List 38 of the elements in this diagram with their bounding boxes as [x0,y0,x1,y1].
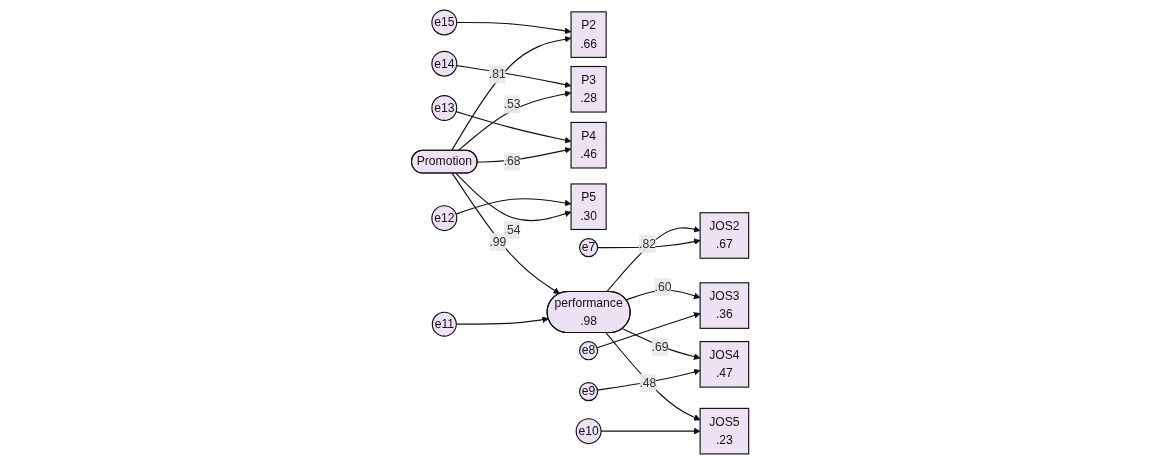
node-box: JOS5 .23 [699,407,750,455]
arrow [451,36,572,152]
arrow [455,198,572,215]
node-circle: e14 [431,50,458,77]
node-circle: e13 [431,95,458,121]
node-box: P5 .30 [570,183,608,231]
node-circle: e11 [432,311,458,337]
arrow [456,111,572,144]
node-box: P3 .28 [570,65,608,113]
node-circle: e8 [579,341,599,361]
arrow [606,226,701,293]
arrow [456,316,550,325]
edge-label: .68 [504,154,521,168]
node-circle: e12 [431,205,458,232]
node-circle: e7 [579,238,599,258]
edge-label: .99 [489,234,507,248]
node-box: P4 .46 [570,121,608,169]
node-circle: e9 [579,382,599,402]
edge-label: .69 [652,339,669,353]
node-circle: e10 [576,418,602,445]
arrow [597,312,701,349]
arrow [452,172,561,294]
edge-label: .53 [504,97,521,111]
arrow [456,65,572,88]
edge-label: .82 [639,237,657,251]
arrow [458,90,572,152]
node-box: JOS3 .36 [699,282,750,329]
edge-label: .60 [654,280,672,294]
edge-label: .48 [639,376,657,390]
node-circle: e15 [431,9,458,36]
node-box: JOS2 .67 [699,212,750,259]
arrow [455,172,572,222]
arrow [622,328,701,360]
node-box: P2 .66 [570,11,608,58]
node-box: JOS4 .47 [699,341,750,388]
arrow [605,332,701,421]
edge-label: .54 [504,222,521,236]
edge-label: .81 [489,67,507,81]
